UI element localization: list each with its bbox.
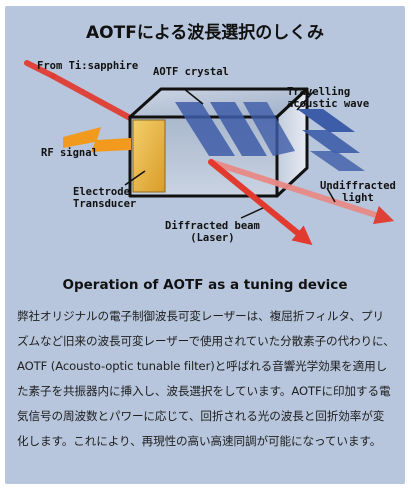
diffracted-beam: [208, 159, 313, 246]
undiffracted-beam: [208, 159, 395, 225]
electrode-transducer: [132, 119, 166, 193]
undiffracted-leader: [326, 187, 336, 203]
label-from-laser: From Ti:sapphire: [37, 60, 139, 72]
label-acoustic: Travelling acoustic wave: [287, 86, 370, 110]
label-electrode: Electrode Transducer: [73, 186, 137, 210]
crystal-right-face: [275, 87, 309, 198]
crystal-leader: [182, 87, 204, 105]
diffracted-leader: [240, 207, 264, 219]
page-title: AOTFによる波長選択のしくみ: [86, 23, 324, 43]
label-rf: RF signal: [41, 147, 98, 159]
aotf-diagram: [24, 60, 395, 246]
figure-caption: Operation of AOTF as a tuning device: [62, 277, 348, 293]
rf-lightning-icon: [63, 127, 131, 152]
aotf-panel: AOTFによる波長選択のしくみ: [5, 6, 405, 484]
description-text: 弊社オリジナルの電子制御波長可変レーザーは、複屈折フィルタ、プリズムなど旧来の波…: [17, 309, 395, 448]
label-crystal: AOTF crystal: [153, 66, 229, 78]
acoustic-leader: [296, 91, 314, 111]
beam-arrow-incoming: [24, 60, 56, 79]
travelling-acoustic-wave: [297, 109, 365, 171]
electrode-leader: [124, 170, 146, 186]
acoustic-wave-icon: [175, 102, 295, 156]
label-diffracted: Diffracted beam (Laser): [165, 220, 260, 244]
label-undiffracted: Undiffracted light: [320, 180, 396, 204]
